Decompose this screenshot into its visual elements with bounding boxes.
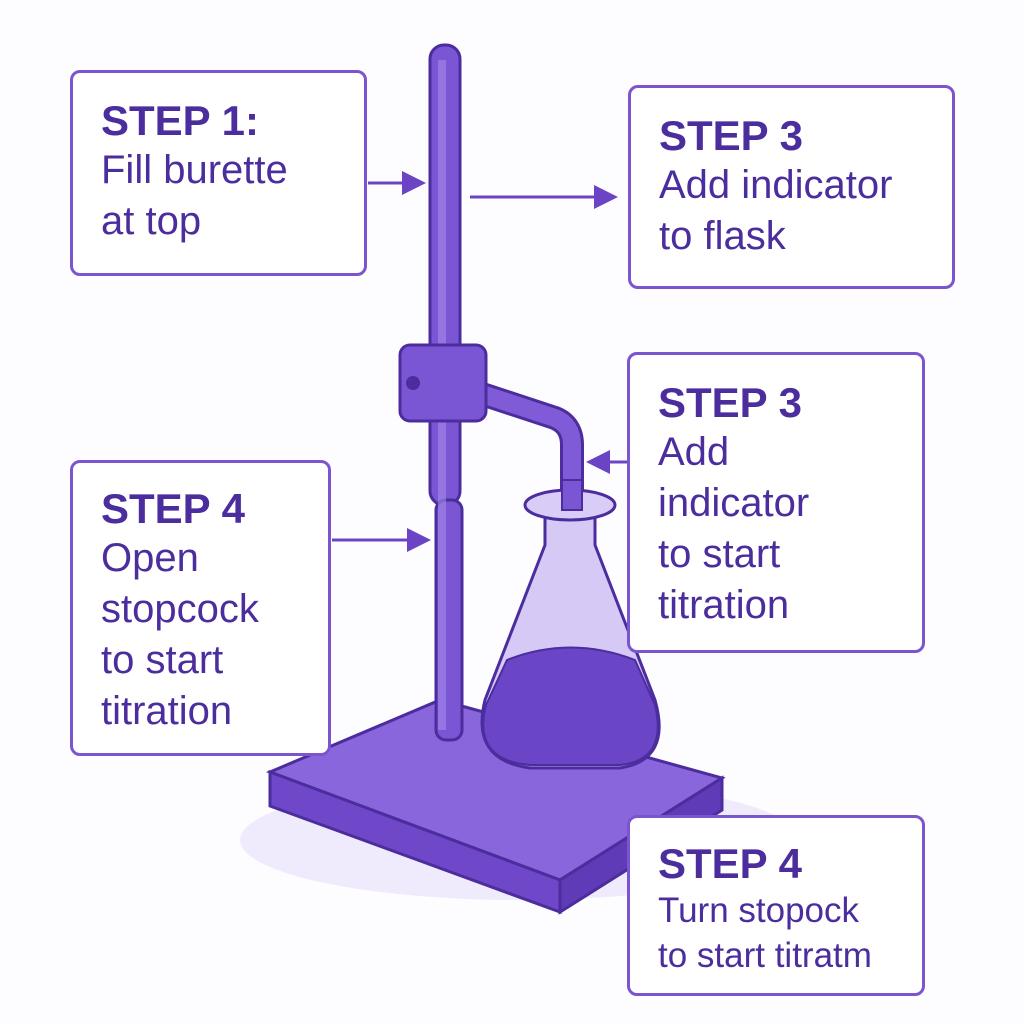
callout-line: titration [658,583,790,627]
callout-line: titration [101,689,233,733]
callout-line: to flask [659,214,786,258]
callout-title: STEP 1: [101,97,259,144]
callout-title: STEP 4 [658,840,802,887]
callout-line: Add [658,430,730,474]
callout-line: Open [101,536,199,580]
clamp [398,343,584,517]
callout-step4-left: STEP 4 Open stopcock to start titration [70,460,331,756]
callout-step3-top: STEP 3 Add indicator to flask [628,85,955,289]
callout-title: STEP 3 [658,379,802,426]
callout-line: to start [658,532,781,576]
stand-base [240,698,800,915]
callout-step1: STEP 1: Fill burette at top [70,70,367,276]
callout-title: STEP 3 [659,112,803,159]
callout-step4-bottom: STEP 4 Turn stopock to start titratm [627,815,925,996]
callout-line: Fill burette [101,148,288,192]
callout-title: STEP 4 [101,485,245,532]
callout-line: Turn stopock [658,891,860,930]
callout-line: to start [101,638,224,682]
callout-line: stopcock [101,587,259,631]
callout-step3-mid: STEP 3 Add indicator to start titration [627,352,925,653]
callout-line: Add indicator [659,163,893,207]
callout-line: indicator [658,481,810,525]
callout-line: at top [101,199,202,243]
erlenmeyer-flask [480,479,661,770]
callout-line: to start titratm [658,936,872,975]
